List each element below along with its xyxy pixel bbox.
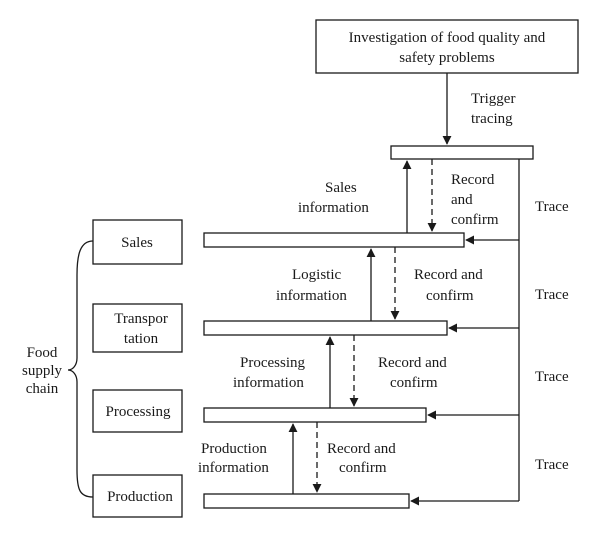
chain-label-line3: chain (26, 381, 59, 397)
stage-label-transportation-line2: tation (124, 331, 159, 347)
trigger-label-line2: tracing (471, 111, 513, 127)
trigger-label-line1: Trigger (471, 91, 515, 107)
sales-record-line2: and (451, 192, 473, 208)
processing-info-line2: information (233, 375, 304, 391)
logistic-info-line1: Logistic (292, 267, 342, 283)
trace-label-2: Trace (535, 287, 569, 303)
chain-label-line1: Food (27, 345, 58, 361)
stage-label-processing: Processing (106, 404, 171, 420)
sales-info-line1: Sales (325, 180, 357, 196)
stage-box-transportation (92, 303, 183, 353)
processing-record-line2: confirm (390, 375, 438, 391)
stage-label-production: Production (107, 489, 173, 505)
trace-label-3: Trace (535, 369, 569, 385)
investigation-text-line1: Investigation of food quality and (349, 30, 546, 46)
production-record-line2: confirm (339, 460, 387, 476)
sales-record-line3: confirm (451, 212, 499, 228)
chain-label-line2: supply (22, 363, 63, 379)
processing-record-line1: Record and (378, 355, 447, 371)
trace-label-1: Trace (535, 199, 569, 215)
production-info-line1: Production (201, 441, 267, 457)
stage-label-sales: Sales (121, 235, 153, 251)
logistic-record-line1: Record and (414, 267, 483, 283)
stage-box-processing (92, 389, 183, 433)
processing-info-line1: Processing (240, 355, 305, 371)
stage-label-transportation-line1: Transpor (114, 311, 168, 327)
production-record-line1: Record and (327, 441, 396, 457)
logistic-record-line2: confirm (426, 288, 474, 304)
stage-box-sales (92, 219, 183, 265)
top-trace-bar (390, 145, 534, 160)
sales-record-line1: Record (451, 172, 495, 188)
investigation-box (315, 19, 579, 74)
supply-chain-brace (67, 240, 94, 498)
sales-info-line2: information (298, 200, 369, 216)
stage-box-production (92, 474, 183, 518)
transport-record-bar (203, 320, 448, 336)
investigation-text-line2: safety problems (399, 50, 495, 66)
processing-record-bar (203, 407, 427, 423)
production-info-line2: information (198, 460, 269, 476)
sales-record-bar (203, 232, 465, 248)
production-record-bar (203, 493, 410, 509)
logistic-info-line2: information (276, 288, 347, 304)
trace-label-4: Trace (535, 457, 569, 473)
